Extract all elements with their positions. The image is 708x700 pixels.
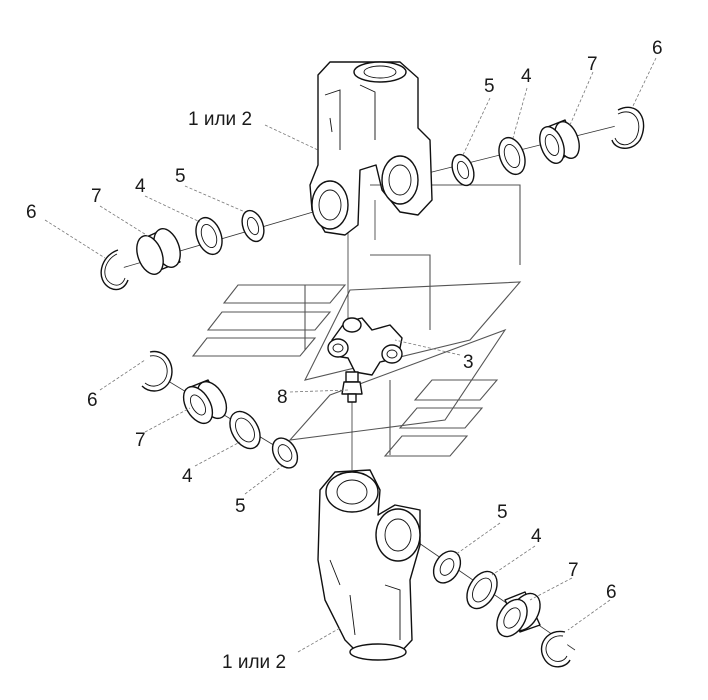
background-watermark	[191, 184, 522, 457]
upper-yoke	[309, 61, 433, 236]
label-bearing-top-right: 7	[587, 54, 598, 75]
label-clip-top-left: 6	[26, 202, 37, 223]
clip-top-left	[100, 249, 129, 291]
label-upper-yoke: 1 или 2	[188, 109, 252, 130]
clip-top-right	[611, 106, 645, 149]
label-ring-bottom-right: 5	[497, 502, 508, 523]
grease-fitting	[341, 371, 363, 403]
label-clip-top-right: 6	[652, 38, 663, 59]
ring-top-right	[451, 153, 475, 187]
ring-top-left	[241, 209, 265, 243]
label-ring-top-right: 5	[484, 76, 495, 97]
label-seal-top-left: 4	[135, 176, 146, 197]
seal-top-left	[195, 216, 223, 256]
clip-middle-left	[141, 350, 173, 392]
label-cross: 3	[463, 352, 474, 373]
label-seal-top-right: 4	[521, 66, 532, 87]
label-clip-middle-left: 6	[87, 390, 98, 411]
label-clip-bottom-right: 6	[606, 582, 617, 603]
seal-bottom-right	[466, 570, 498, 610]
bearing-top-right	[539, 119, 580, 164]
label-ring-middle-left: 5	[235, 496, 246, 517]
bearing-bottom-right	[496, 591, 541, 638]
ring-middle-left	[271, 437, 299, 469]
part-labels: 1 или 2 5 4 7 6 5 4 7 6 6 7 4 5 3 8 5 4 …	[26, 38, 663, 673]
ring-bottom-right	[432, 550, 462, 584]
clip-bottom-right	[540, 630, 571, 668]
label-lower-yoke: 1 или 2	[222, 652, 286, 673]
label-fitting: 8	[277, 387, 288, 408]
lower-yoke	[317, 469, 421, 661]
bearing-top-left	[136, 228, 181, 275]
label-bearing-middle-left: 7	[135, 430, 146, 451]
cross-spider	[327, 317, 403, 376]
label-ring-top-left: 5	[175, 166, 186, 187]
label-bearing-top-left: 7	[91, 186, 102, 207]
label-bearing-bottom-right: 7	[568, 560, 579, 581]
label-seal-middle-left: 4	[182, 466, 193, 487]
label-seal-bottom-right: 4	[531, 526, 542, 547]
seal-top-right	[498, 136, 526, 176]
leader-lines	[44, 57, 657, 653]
bearing-middle-left	[182, 379, 228, 425]
seal-middle-left	[229, 410, 261, 450]
